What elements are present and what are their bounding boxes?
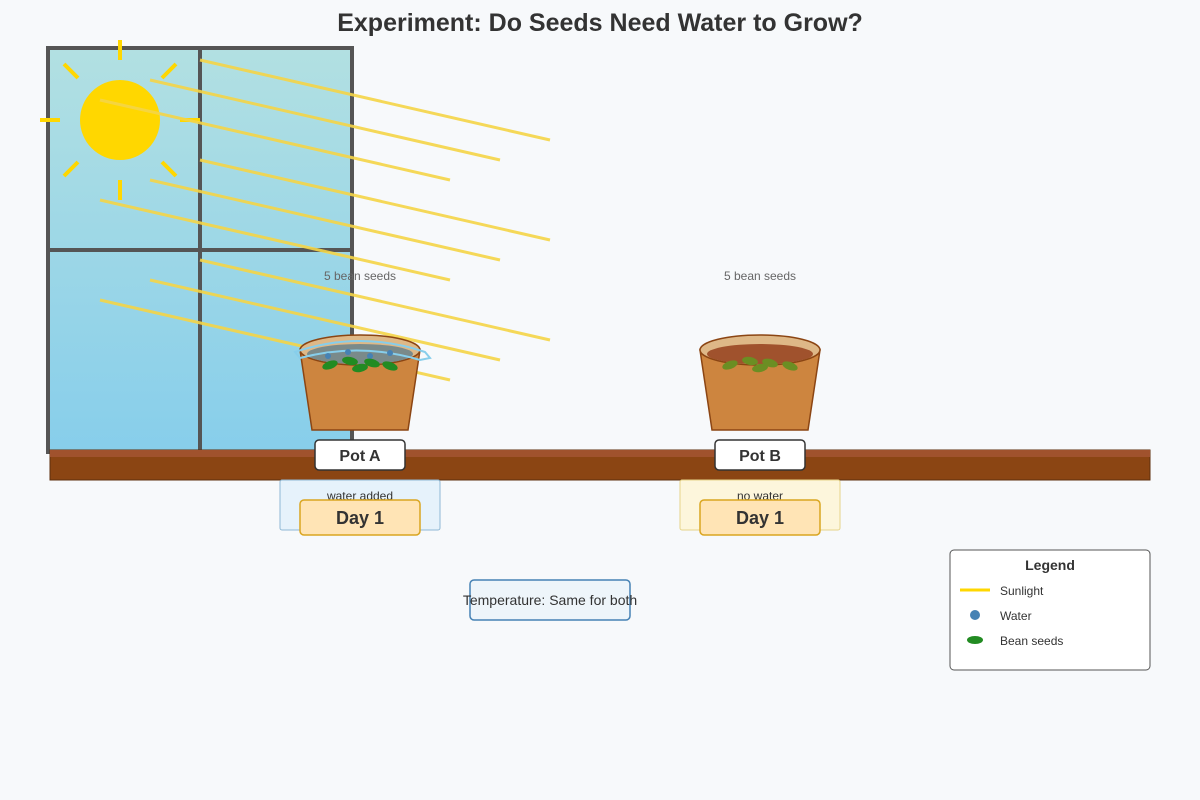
pot-a-seeds — [322, 356, 398, 373]
legend-item-bean-seeds: Bean seeds — [1000, 634, 1063, 648]
pot-b-name-label-box — [714, 439, 806, 471]
temperature-note-label: Temperature: Same for both — [463, 592, 637, 608]
legend-item-sunlight: Sunlight — [1000, 584, 1044, 598]
shelf — [49, 449, 1151, 481]
water-drop-icon — [325, 353, 331, 359]
pot-b-day-label: Day 1 — [736, 508, 784, 528]
pot-a: 5 bean seeds Pot A water added Day 1 — [279, 269, 441, 536]
pot-b-seed-label: 5 bean seeds — [724, 269, 796, 283]
water-drop-icon — [970, 610, 980, 620]
legend-box — [949, 549, 1151, 671]
pot-a-name-label: Pot A — [339, 448, 381, 465]
sunlight-beam — [199, 158, 551, 242]
bean-seed-icon — [722, 360, 738, 370]
pot-a-water-surface — [293, 340, 432, 362]
bean-seed-icon — [352, 363, 368, 373]
bean-seed-icon — [382, 361, 398, 371]
pot-a-name-label-box — [314, 439, 406, 471]
bean-seed-icon — [364, 358, 380, 368]
sunlight-beam — [99, 98, 451, 182]
pot-a-day-label: Day 1 — [336, 508, 384, 528]
bean-seed-icon — [342, 356, 358, 366]
pot-a-wet-soil — [307, 344, 413, 364]
bean-seed-icon — [322, 360, 338, 370]
sunlight-beam — [149, 178, 501, 262]
pot-b-dry-soil — [707, 344, 813, 364]
pot-b-day-badge — [699, 499, 821, 536]
legend: Legend Sunlight Water Bean seeds — [949, 549, 1151, 671]
shelf-top-edge — [50, 450, 1150, 457]
water-drop-icon — [345, 349, 351, 355]
diagram-title: Experiment: Do Seeds Need Water to Grow? — [337, 9, 863, 37]
sunlight-beams — [99, 58, 551, 382]
sunlight-beam — [149, 78, 501, 162]
bean-seed-icon — [752, 363, 768, 373]
sunlight-beam — [149, 278, 501, 362]
water-drop-icon — [367, 353, 373, 359]
temperature-note: Temperature: Same for both — [463, 579, 637, 621]
bean-seed-icon — [967, 636, 983, 644]
bean-seed-icon — [762, 358, 778, 368]
pot-a-water-drops — [325, 349, 393, 359]
temperature-note-box — [469, 579, 631, 621]
sunlight-beam — [199, 258, 551, 342]
legend-title: Legend — [1025, 557, 1075, 573]
bean-seed-icon — [782, 361, 798, 371]
pot-b: 5 bean seeds Pot B no water Day 1 — [679, 269, 841, 536]
pot-a-day-badge — [299, 499, 421, 536]
pot-a-seed-label: 5 bean seeds — [324, 269, 396, 283]
pot-b-seeds — [722, 356, 798, 373]
sunlight-beam — [99, 198, 451, 282]
bean-seed-icon — [742, 356, 758, 366]
pot-b-name-label: Pot B — [739, 448, 781, 465]
sunlight-beam — [199, 58, 551, 142]
water-drop-icon — [387, 350, 393, 356]
sun-disc — [80, 80, 160, 160]
legend-item-water: Water — [1000, 609, 1032, 623]
